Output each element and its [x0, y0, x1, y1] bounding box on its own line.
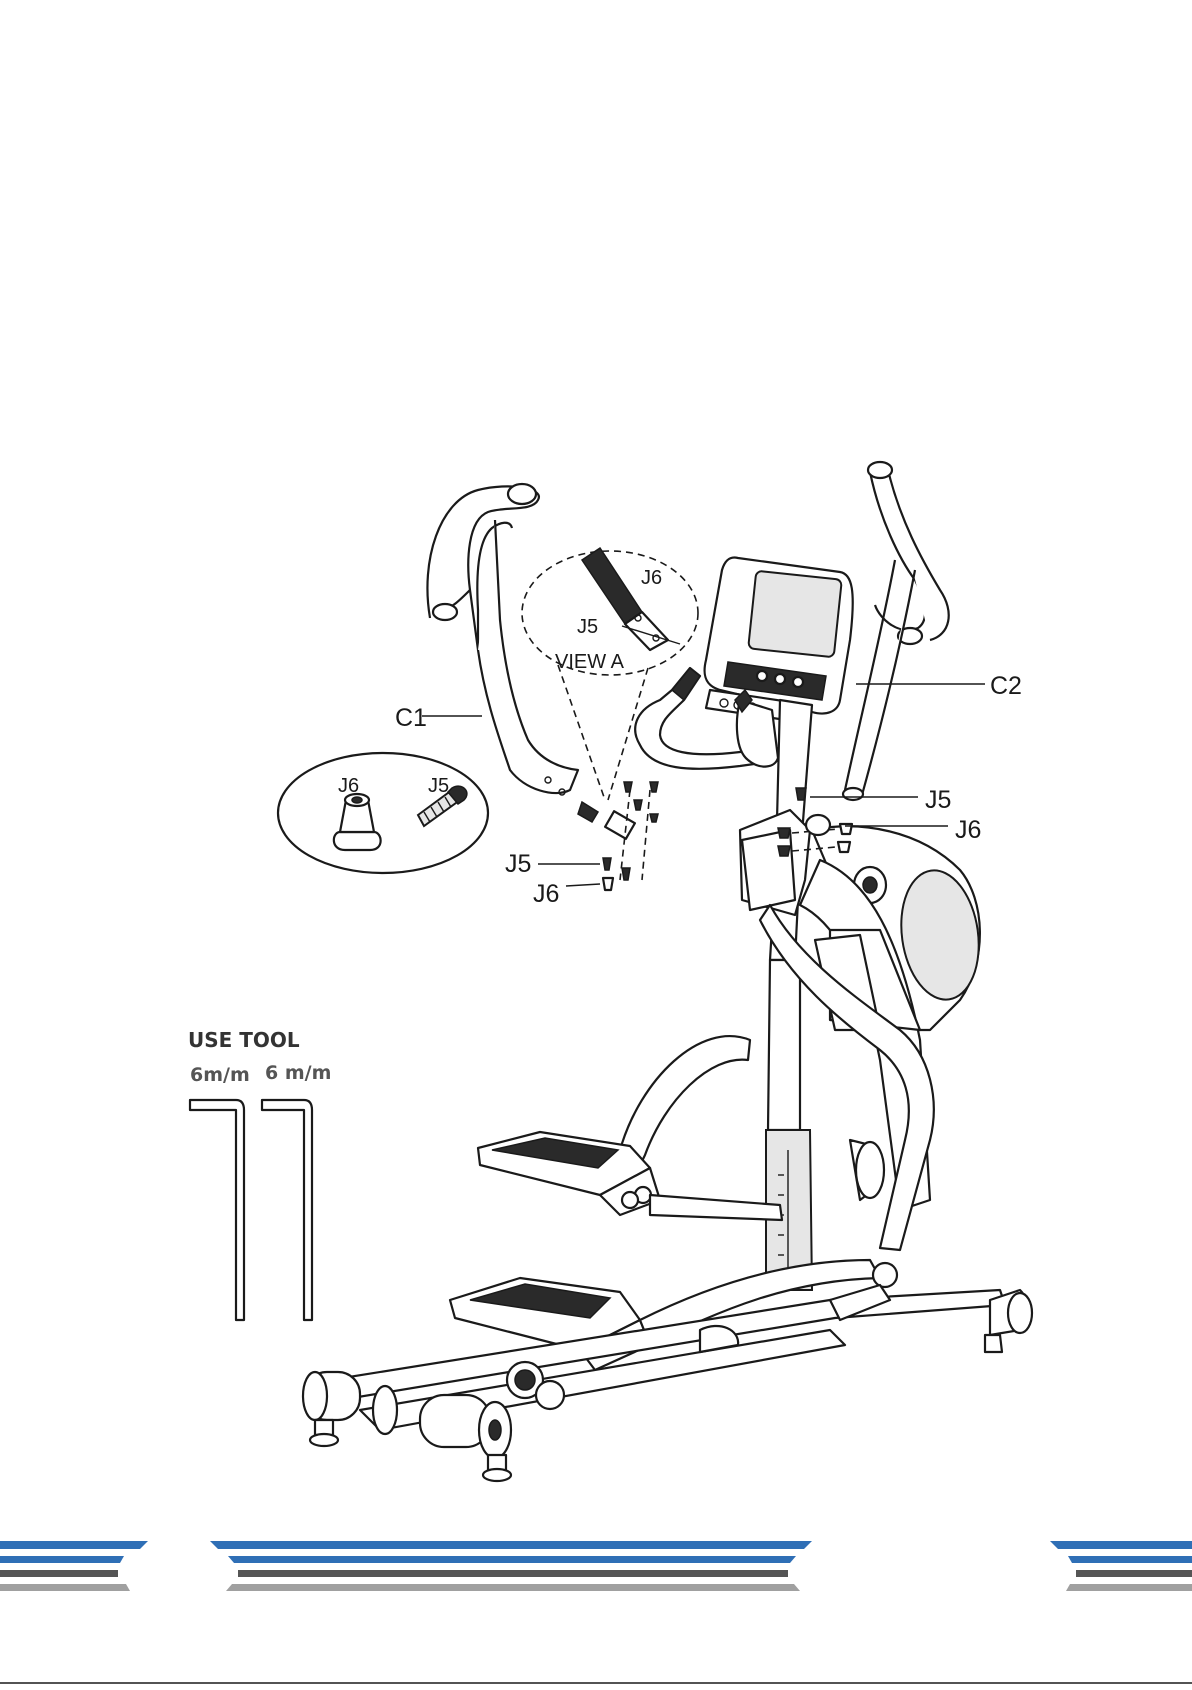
footer-stripe	[0, 1584, 130, 1591]
footer-stripe	[0, 1541, 148, 1549]
callout-j5-left: J5	[505, 850, 531, 878]
hex-key-right-icon	[262, 1100, 312, 1320]
legend-j6-label: J6	[338, 775, 359, 797]
footer-stripe	[226, 1584, 800, 1591]
hardware-legend	[278, 753, 488, 873]
footer-stripe	[238, 1570, 788, 1577]
callout-c2: C2	[990, 672, 1022, 700]
handlebar-c2	[843, 462, 949, 800]
legend-j5-label: J5	[428, 775, 449, 797]
callout-j5-right: J5	[925, 786, 951, 814]
callout-c1: C1	[395, 704, 427, 732]
tools-title: USE TOOL	[188, 1028, 300, 1052]
tool-size-left: 6m/m	[190, 1064, 250, 1086]
footer-stripe	[1066, 1584, 1192, 1591]
j6-nut-illustration	[334, 794, 381, 850]
tool-size-right: 6 m/m	[265, 1062, 331, 1084]
footer-stripe	[1068, 1556, 1192, 1563]
hex-key-left-icon	[190, 1100, 244, 1320]
callout-j6-right: J6	[955, 816, 981, 844]
pedal-upper	[478, 1132, 782, 1220]
stripe-group-left	[0, 1541, 148, 1591]
flywheel-housing	[800, 826, 987, 1210]
joint-hardware-left	[603, 782, 658, 890]
footer-stripe	[1050, 1541, 1192, 1549]
footer-stripe	[0, 1570, 118, 1577]
footer-stripe	[0, 1556, 124, 1563]
view-a-j5-label: J5	[577, 616, 598, 638]
elliptical-trainer-drawing	[190, 462, 1032, 1481]
view-a-title: VIEW A	[555, 651, 625, 673]
footer-stripe	[210, 1541, 812, 1549]
hex-key-tools	[190, 1100, 312, 1320]
footer-stripe	[1076, 1570, 1192, 1577]
console-unit	[705, 558, 853, 721]
footer-stripe	[228, 1556, 796, 1563]
callout-j6-left: J6	[533, 880, 559, 908]
stripe-group-right	[1050, 1541, 1192, 1591]
view-a-j6-label: J6	[641, 567, 662, 589]
stripe-group-center	[210, 1541, 812, 1591]
footer-stripe-band	[0, 1541, 1192, 1591]
